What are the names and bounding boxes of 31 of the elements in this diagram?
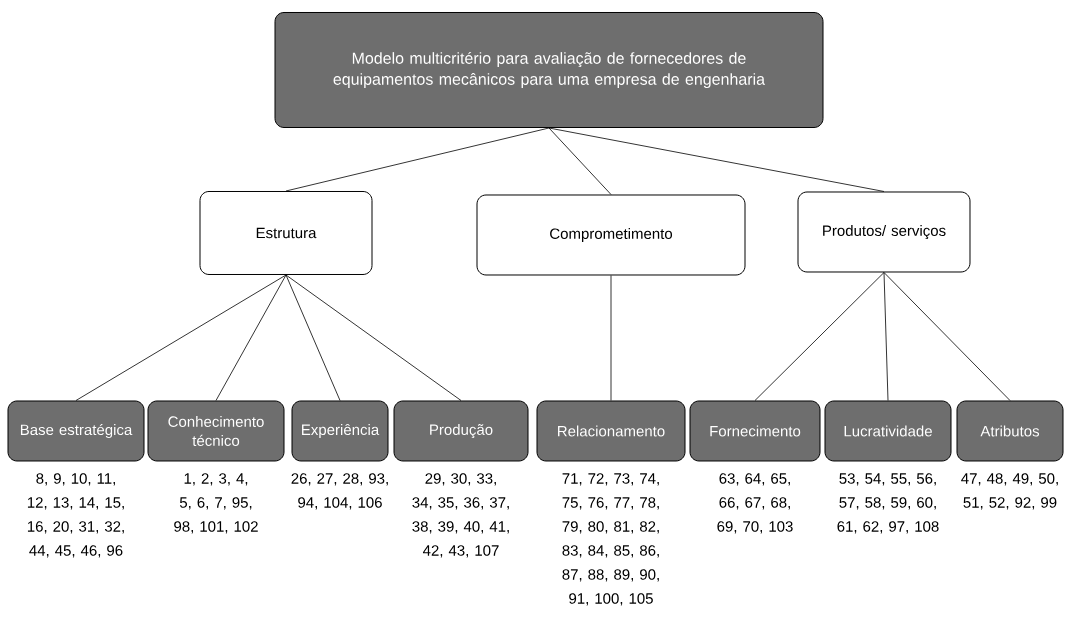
connector-line: [285, 127, 550, 192]
number-list: 26, 27, 28, 93, 94, 104, 106: [291, 473, 388, 510]
number-list: 29, 30, 33, 34, 35, 36, 37, 38, 39, 40, 41, 42, 43, 107: [412, 473, 509, 558]
connector-line: [883, 272, 1011, 401]
connector-line: [285, 274, 341, 401]
number-list: 63, 64, 65, 66, 67, 68, 69, 70, 103: [717, 473, 793, 534]
connector-line: [754, 272, 885, 401]
number-list: 71, 72, 73, 74, 75, 76, 77, 78, 79, 80, 81, 82, 83, 84, 85, 86, 87, 88, 89, 90, 91, 100, 105: [562, 473, 659, 606]
connector-line: [883, 272, 889, 401]
connector-line: [285, 274, 462, 401]
number-list: 47, 48, 49, 50, 51, 52, 92, 99: [961, 473, 1058, 510]
criterion-box: Lucratividade: [824, 400, 952, 462]
number-list: 1, 2, 3, 4, 5, 6, 7, 95, 98, 101, 102: [174, 473, 258, 534]
category-box: Comprometimento: [476, 194, 746, 276]
criterion-box: Conhecimento técnico: [147, 400, 285, 462]
category-box: Produtos/ serviços: [797, 191, 971, 273]
criterion-box: Produção: [393, 400, 529, 462]
connector-line: [610, 275, 612, 401]
criterion-box: Base estratégica: [7, 400, 145, 462]
criterion-box: Atributos: [956, 400, 1064, 462]
connector-line: [548, 127, 885, 192]
criterion-box: Relacionamento: [536, 400, 686, 462]
criterion-box: Fornecimento: [689, 400, 821, 462]
category-box: Estrutura: [199, 191, 373, 275]
connector-line: [548, 127, 612, 195]
title-box: Modelo multicritério para avaliação de fornecedores de equipamentos mecânicos para uma empresa de engenharia: [274, 12, 824, 128]
criterion-box: Experiência: [291, 400, 389, 462]
number-list: 53, 54, 55, 56, 57, 58, 59, 60, 61, 62, 97, 108: [837, 473, 939, 534]
connector-line: [75, 274, 287, 401]
number-list: 8, 9, 10, 11, 12, 13, 14, 15, 16, 20, 31, 32, 44, 45, 46, 96: [27, 473, 124, 558]
connector-line: [215, 274, 287, 401]
